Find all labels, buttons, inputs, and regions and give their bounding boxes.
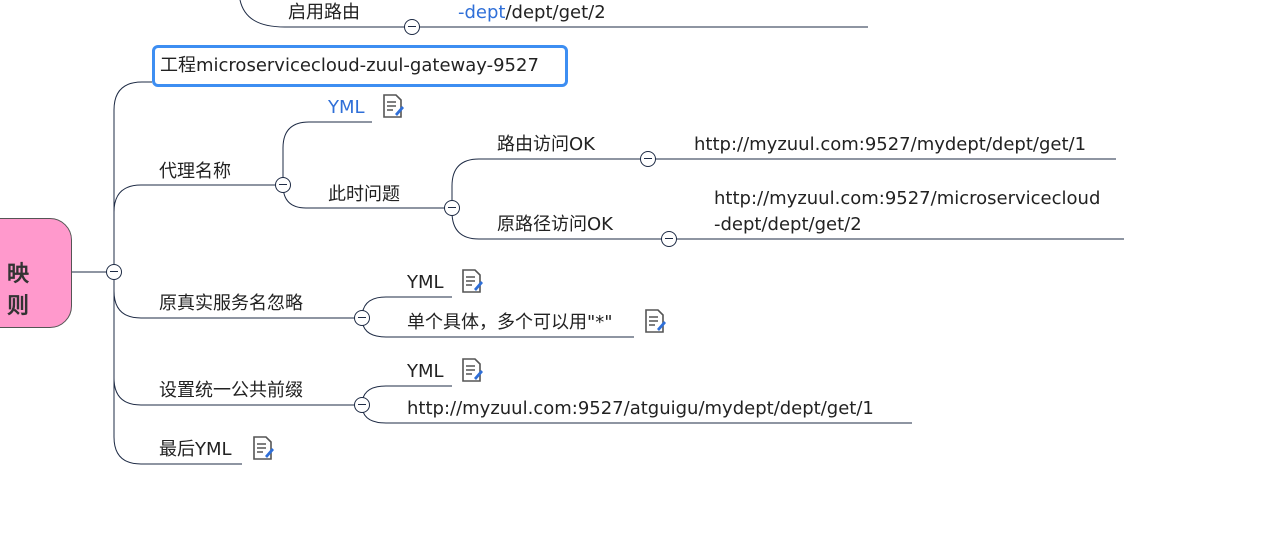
note-icon[interactable] (382, 94, 404, 118)
collapse-icon[interactable] (404, 19, 420, 35)
topic-enable-route[interactable]: 启用路由 (288, 2, 360, 23)
topic-ignore-real-name[interactable]: 原真实服务名忽略 (159, 293, 303, 314)
connector-proxy-yml (282, 121, 372, 185)
note-icon[interactable] (644, 309, 666, 333)
topic-ignore-yml[interactable]: YML (407, 272, 444, 293)
url-prefix-link[interactable]: -dept (458, 2, 506, 23)
collapse-icon[interactable] (354, 397, 370, 413)
collapse-icon[interactable] (661, 231, 677, 247)
collapse-icon[interactable] (640, 151, 656, 167)
connector-selected-node (113, 81, 152, 272)
topic-original-ok[interactable]: 原路径访问OK (497, 214, 613, 235)
collapse-icon[interactable] (106, 264, 122, 280)
selected-topic-label: 工程microservicecloud-zuul-gateway-9527 (160, 55, 539, 76)
note-icon[interactable] (252, 436, 274, 460)
central-topic-line1: 映 (6, 262, 29, 287)
topic-prefix-url[interactable]: http://myzuul.com:9527/atguigu/mydept/de… (407, 398, 874, 419)
connector-top-partial (239, 0, 868, 28)
collapse-icon[interactable] (275, 177, 291, 193)
collapse-icon[interactable] (444, 200, 460, 216)
selected-topic[interactable]: 工程microservicecloud-zuul-gateway-9527 (152, 45, 568, 87)
connector-final-yml (113, 272, 242, 465)
url-rest: /dept/get/2 (505, 2, 606, 23)
topic-proxy-yml[interactable]: YML (328, 97, 365, 118)
topic-current-issue[interactable]: 此时问题 (328, 184, 400, 205)
topic-prefix-yml[interactable]: YML (407, 361, 444, 382)
topic-proxy-name[interactable]: 代理名称 (159, 161, 231, 182)
central-topic-line2: 则 (6, 294, 29, 319)
topic-final-yml[interactable]: 最后YML (159, 439, 232, 460)
connector-route-ok (451, 158, 648, 208)
topic-route-ok[interactable]: 路由访问OK (497, 134, 595, 155)
topic-common-prefix[interactable]: 设置统一公共前缀 (159, 380, 303, 401)
central-topic[interactable]: 映 则 (0, 218, 72, 328)
note-icon[interactable] (461, 269, 483, 293)
connector-proxy-name (113, 184, 283, 272)
note-icon[interactable] (461, 358, 483, 382)
topic-top-url[interactable]: -dept/dept/get/2 (458, 2, 606, 24)
collapse-icon[interactable] (354, 310, 370, 326)
topic-ignore-note[interactable]: 单个具体，多个可以用"*" (407, 312, 613, 333)
topic-original-url-line2[interactable]: -dept/dept/get/2 (714, 214, 862, 235)
topic-original-url-line1[interactable]: http://myzuul.com:9527/microservicecloud (714, 188, 1101, 209)
topic-route-url[interactable]: http://myzuul.com:9527/mydept/dept/get/1 (694, 134, 1087, 155)
